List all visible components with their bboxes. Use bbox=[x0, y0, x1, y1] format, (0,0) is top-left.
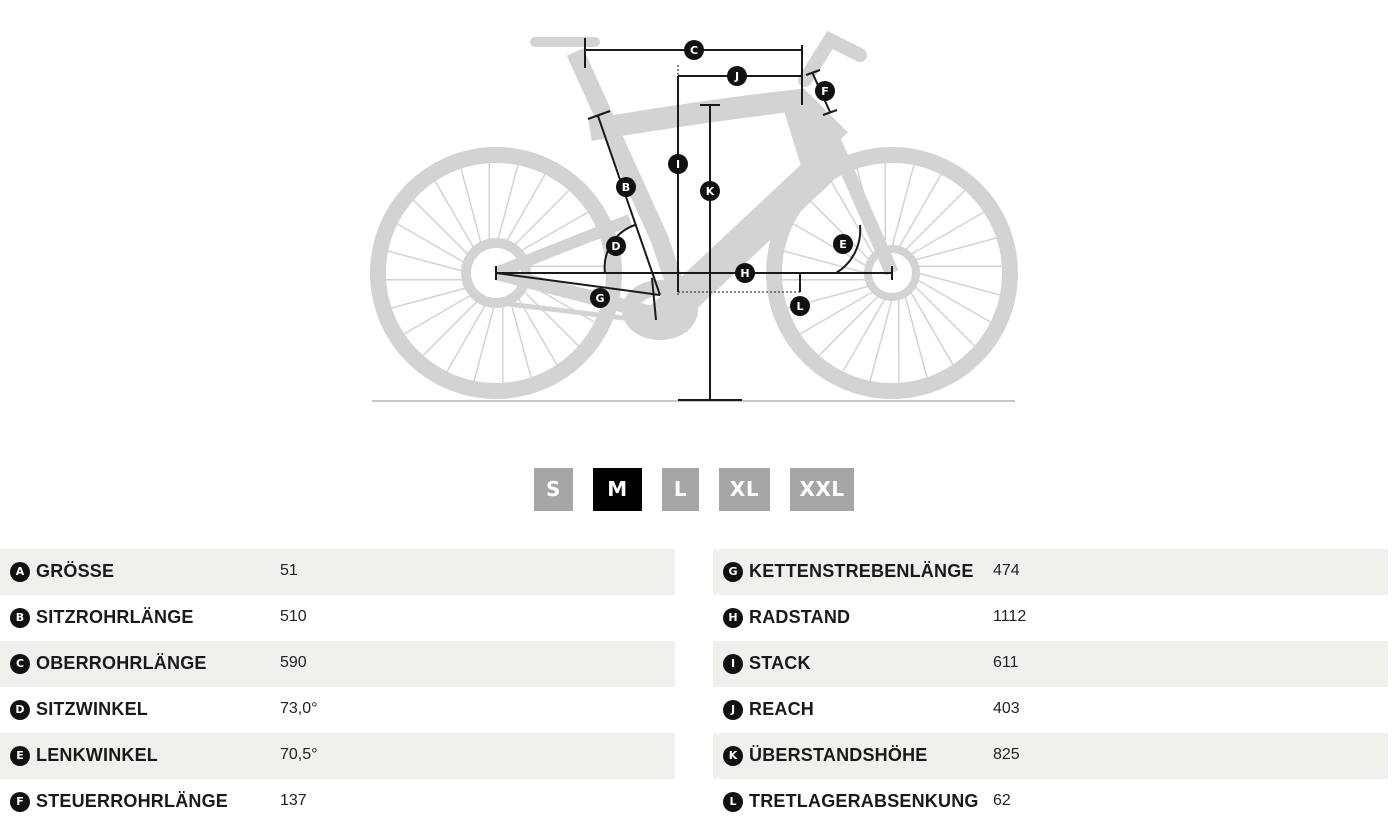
marker-c-label: C bbox=[690, 44, 698, 57]
letter-d-icon: D bbox=[10, 700, 30, 720]
geometry-row-g: G KETTENSTREBENLÄNGE 474 bbox=[713, 549, 1388, 595]
marker-b-circle bbox=[616, 177, 636, 197]
size-button-m[interactable]: M bbox=[593, 468, 642, 511]
geometry-row-c: C OBERROHRLÄNGE 590 bbox=[0, 641, 675, 687]
geometry-value: 825 bbox=[993, 746, 1020, 763]
letter-c-icon: C bbox=[10, 654, 30, 674]
letter-e-icon: E bbox=[10, 746, 30, 766]
geometry-value: 137 bbox=[280, 792, 307, 809]
geometry-label: STACK bbox=[749, 653, 811, 673]
geometry-value: 1112 bbox=[993, 608, 1027, 625]
geometry-row-f: F STEUERROHRLÄNGE 137 bbox=[0, 779, 675, 825]
letter-b-icon: B bbox=[10, 608, 30, 628]
geometry-row-k: K ÜBERSTANDSHÖHE 825 bbox=[713, 733, 1388, 779]
letter-i-icon: I bbox=[723, 654, 743, 674]
geometry-row-b: B SITZROHRLÄNGE 510 bbox=[0, 595, 675, 641]
geometry-label: RADSTAND bbox=[749, 607, 851, 627]
geometry-label: SITZROHRLÄNGE bbox=[36, 607, 194, 627]
geometry-value: 73,0° bbox=[280, 700, 318, 717]
bike-frame-illustration bbox=[370, 30, 1018, 402]
geometry-row-l: L TRETLAGERABSENKUNG 62 bbox=[713, 779, 1388, 825]
size-button-s[interactable]: S bbox=[534, 468, 573, 511]
size-button-xxl[interactable]: XXL bbox=[790, 468, 854, 511]
geometry-label: REACH bbox=[749, 699, 815, 719]
geometry-value: 611 bbox=[993, 654, 1019, 671]
marker-h-circle bbox=[735, 263, 755, 283]
letter-l-icon: L bbox=[723, 792, 743, 812]
letter-a-icon: A bbox=[10, 562, 30, 582]
marker-l-label: L bbox=[796, 300, 803, 313]
marker-e-label: E bbox=[839, 238, 847, 251]
bike-geometry-diagram: C J F B I K D E H G L bbox=[370, 30, 1018, 402]
marker-d-circle bbox=[606, 236, 626, 256]
marker-j-circle bbox=[727, 66, 747, 86]
geometry-value: 51 bbox=[280, 562, 298, 579]
marker-g-circle bbox=[590, 288, 610, 308]
size-button-xl[interactable]: XL bbox=[719, 468, 770, 511]
geometry-label: SITZWINKEL bbox=[36, 699, 148, 719]
marker-l-circle bbox=[790, 296, 810, 316]
marker-c-circle bbox=[684, 40, 704, 60]
marker-b-label: B bbox=[622, 181, 630, 194]
marker-g-label: G bbox=[595, 292, 604, 305]
geometry-label: TRETLAGERABSENKUNG bbox=[749, 791, 979, 811]
marker-i-label: I bbox=[676, 158, 680, 171]
marker-h-label: H bbox=[740, 267, 749, 280]
marker-k-label: K bbox=[706, 185, 715, 198]
marker-f-circle bbox=[815, 81, 835, 101]
letter-h-icon: H bbox=[723, 608, 743, 628]
geometry-markers: C J F B I K D E H G L bbox=[590, 40, 853, 316]
letter-g-icon: G bbox=[723, 562, 743, 582]
letter-j-icon: J bbox=[723, 700, 743, 720]
geometry-label: ÜBERSTANDSHÖHE bbox=[749, 745, 928, 765]
geometry-value: 590 bbox=[280, 654, 307, 671]
geometry-row-a: A GRÖßE 51 bbox=[0, 549, 675, 595]
geometry-label: GRÖßE bbox=[36, 561, 115, 581]
marker-e-circle bbox=[833, 234, 853, 254]
geometry-label: STEUERROHRLÄNGE bbox=[36, 791, 229, 811]
geometry-row-i: I STACK 611 bbox=[713, 641, 1388, 687]
size-button-l[interactable]: L bbox=[662, 468, 699, 511]
geometry-value: 474 bbox=[993, 562, 1020, 579]
marker-d-label: D bbox=[611, 240, 620, 253]
geometry-value: 510 bbox=[280, 608, 307, 625]
geometry-row-d: D SITZWINKEL 73,0° bbox=[0, 687, 675, 733]
marker-i-circle bbox=[668, 154, 688, 174]
letter-k-icon: K bbox=[723, 746, 743, 766]
marker-j-label: J bbox=[734, 70, 739, 83]
geometry-label: LENKWINKEL bbox=[36, 745, 158, 765]
geometry-row-j: J REACH 403 bbox=[713, 687, 1388, 733]
geometry-value: 403 bbox=[993, 700, 1020, 717]
geometry-label: KETTENSTREBENLÄNGE bbox=[749, 561, 974, 581]
marker-f-label: F bbox=[821, 85, 829, 98]
geometry-value: 70,5° bbox=[280, 746, 318, 763]
letter-f-icon: F bbox=[10, 792, 30, 812]
geometry-value: 62 bbox=[993, 792, 1011, 809]
geometry-label: OBERROHRLÄNGE bbox=[36, 653, 207, 673]
geometry-measure-lines bbox=[495, 38, 893, 401]
geometry-row-e: E LENKWINKEL 70,5° bbox=[0, 733, 675, 779]
marker-k-circle bbox=[700, 181, 720, 201]
geometry-row-h: H RADSTAND 1112 bbox=[713, 595, 1388, 641]
